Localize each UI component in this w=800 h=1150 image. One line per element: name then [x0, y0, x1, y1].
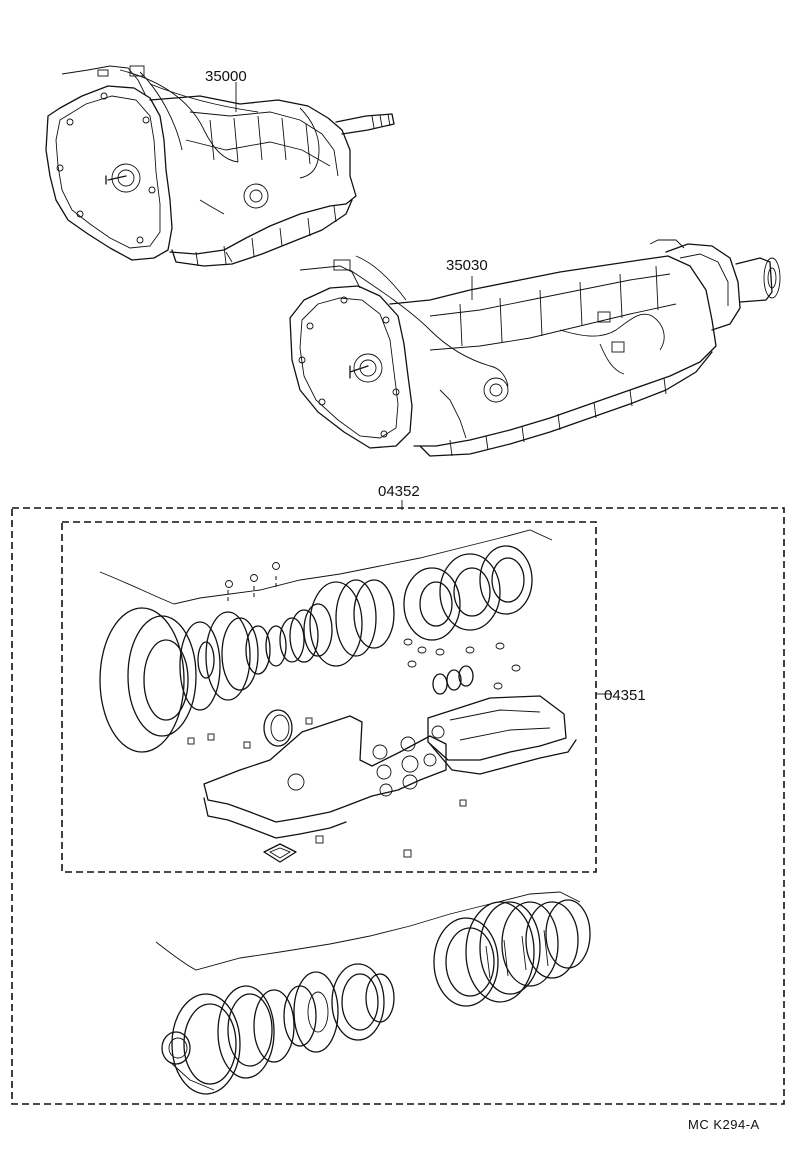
transmission-35030[interactable]	[289, 239, 781, 457]
kit-04352-outline	[11, 507, 785, 1105]
gasket-kit-parts[interactable]	[99, 529, 577, 863]
diagram-code: MC K294-A	[688, 1117, 760, 1132]
clutch-assemblies[interactable]	[155, 891, 591, 1095]
label-35030: 35030	[446, 257, 488, 274]
label-35000: 35000	[205, 68, 247, 85]
kit-04351-outline	[61, 521, 597, 873]
label-04351: 04351	[604, 687, 646, 704]
label-04352: 04352	[378, 483, 420, 500]
transmission-35000[interactable]	[45, 65, 395, 267]
